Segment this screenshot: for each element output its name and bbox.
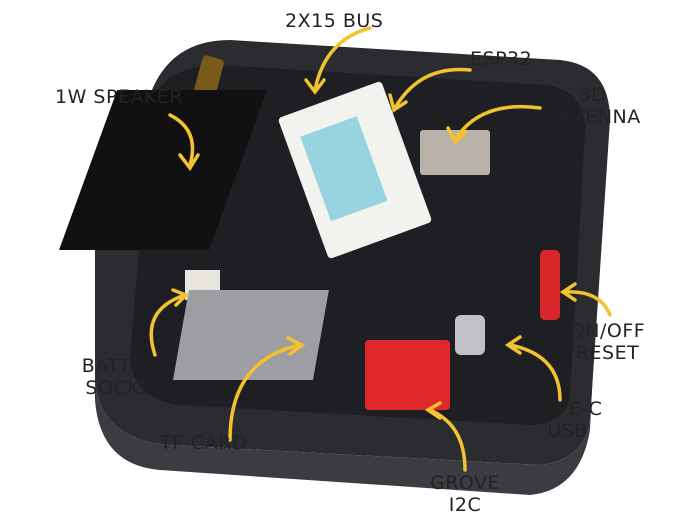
label-onoff-reset-line1: ON/OFF — [569, 320, 646, 342]
usb-c-port — [455, 315, 485, 355]
arrow-battery — [149, 288, 190, 357]
label-3d-antenna-line1: 3D — [578, 84, 607, 106]
label-type-c-usb: TYPE-C USB — [520, 398, 615, 442]
label-battery-socket-line1: BATTERY — [81, 355, 169, 377]
arrow-speaker — [168, 113, 200, 172]
grove-port — [365, 340, 450, 410]
label-1w-speaker: 1W SPEAKER — [55, 86, 184, 108]
label-grove-i2c-line1: GROVE — [429, 472, 501, 494]
power-button — [540, 250, 560, 320]
label-3d-antenna-line2: ANTENNA — [545, 106, 641, 128]
label-grove-i2c-line2: I2C — [448, 494, 482, 516]
label-onoff-reset: ON/OFF RESET — [560, 320, 655, 364]
arrow-typec — [504, 335, 562, 402]
arrow-grove — [424, 401, 467, 472]
esp32-pin-labels — [300, 116, 388, 222]
arrow-antenna — [446, 104, 542, 145]
label-2x15-bus: 2X15 BUS — [285, 10, 384, 32]
arrow-tfcard — [228, 336, 306, 442]
arrow-esp32 — [388, 67, 472, 113]
label-battery-socket-line2: SOCKET — [85, 377, 165, 399]
label-type-c-usb-line1: TYPE-C — [532, 398, 603, 420]
arrow-bus — [304, 26, 372, 95]
bus-header — [59, 90, 268, 250]
label-battery-socket: BATTERY SOCKET — [70, 355, 180, 399]
arrow-onoff — [559, 282, 612, 317]
label-tf-card: TF-CARD — [160, 432, 247, 454]
label-esp32: ESP32 — [470, 48, 533, 70]
label-type-c-usb-line2: USB — [547, 420, 588, 442]
label-onoff-reset-line2: RESET — [575, 342, 640, 364]
antenna — [420, 130, 490, 175]
label-grove-i2c: GROVE I2C — [425, 472, 505, 516]
label-3d-antenna: 3D ANTENNA — [545, 84, 640, 128]
tf-card-slot — [172, 290, 329, 380]
callout-arrows — [149, 26, 612, 472]
device-case-side — [95, 250, 595, 495]
